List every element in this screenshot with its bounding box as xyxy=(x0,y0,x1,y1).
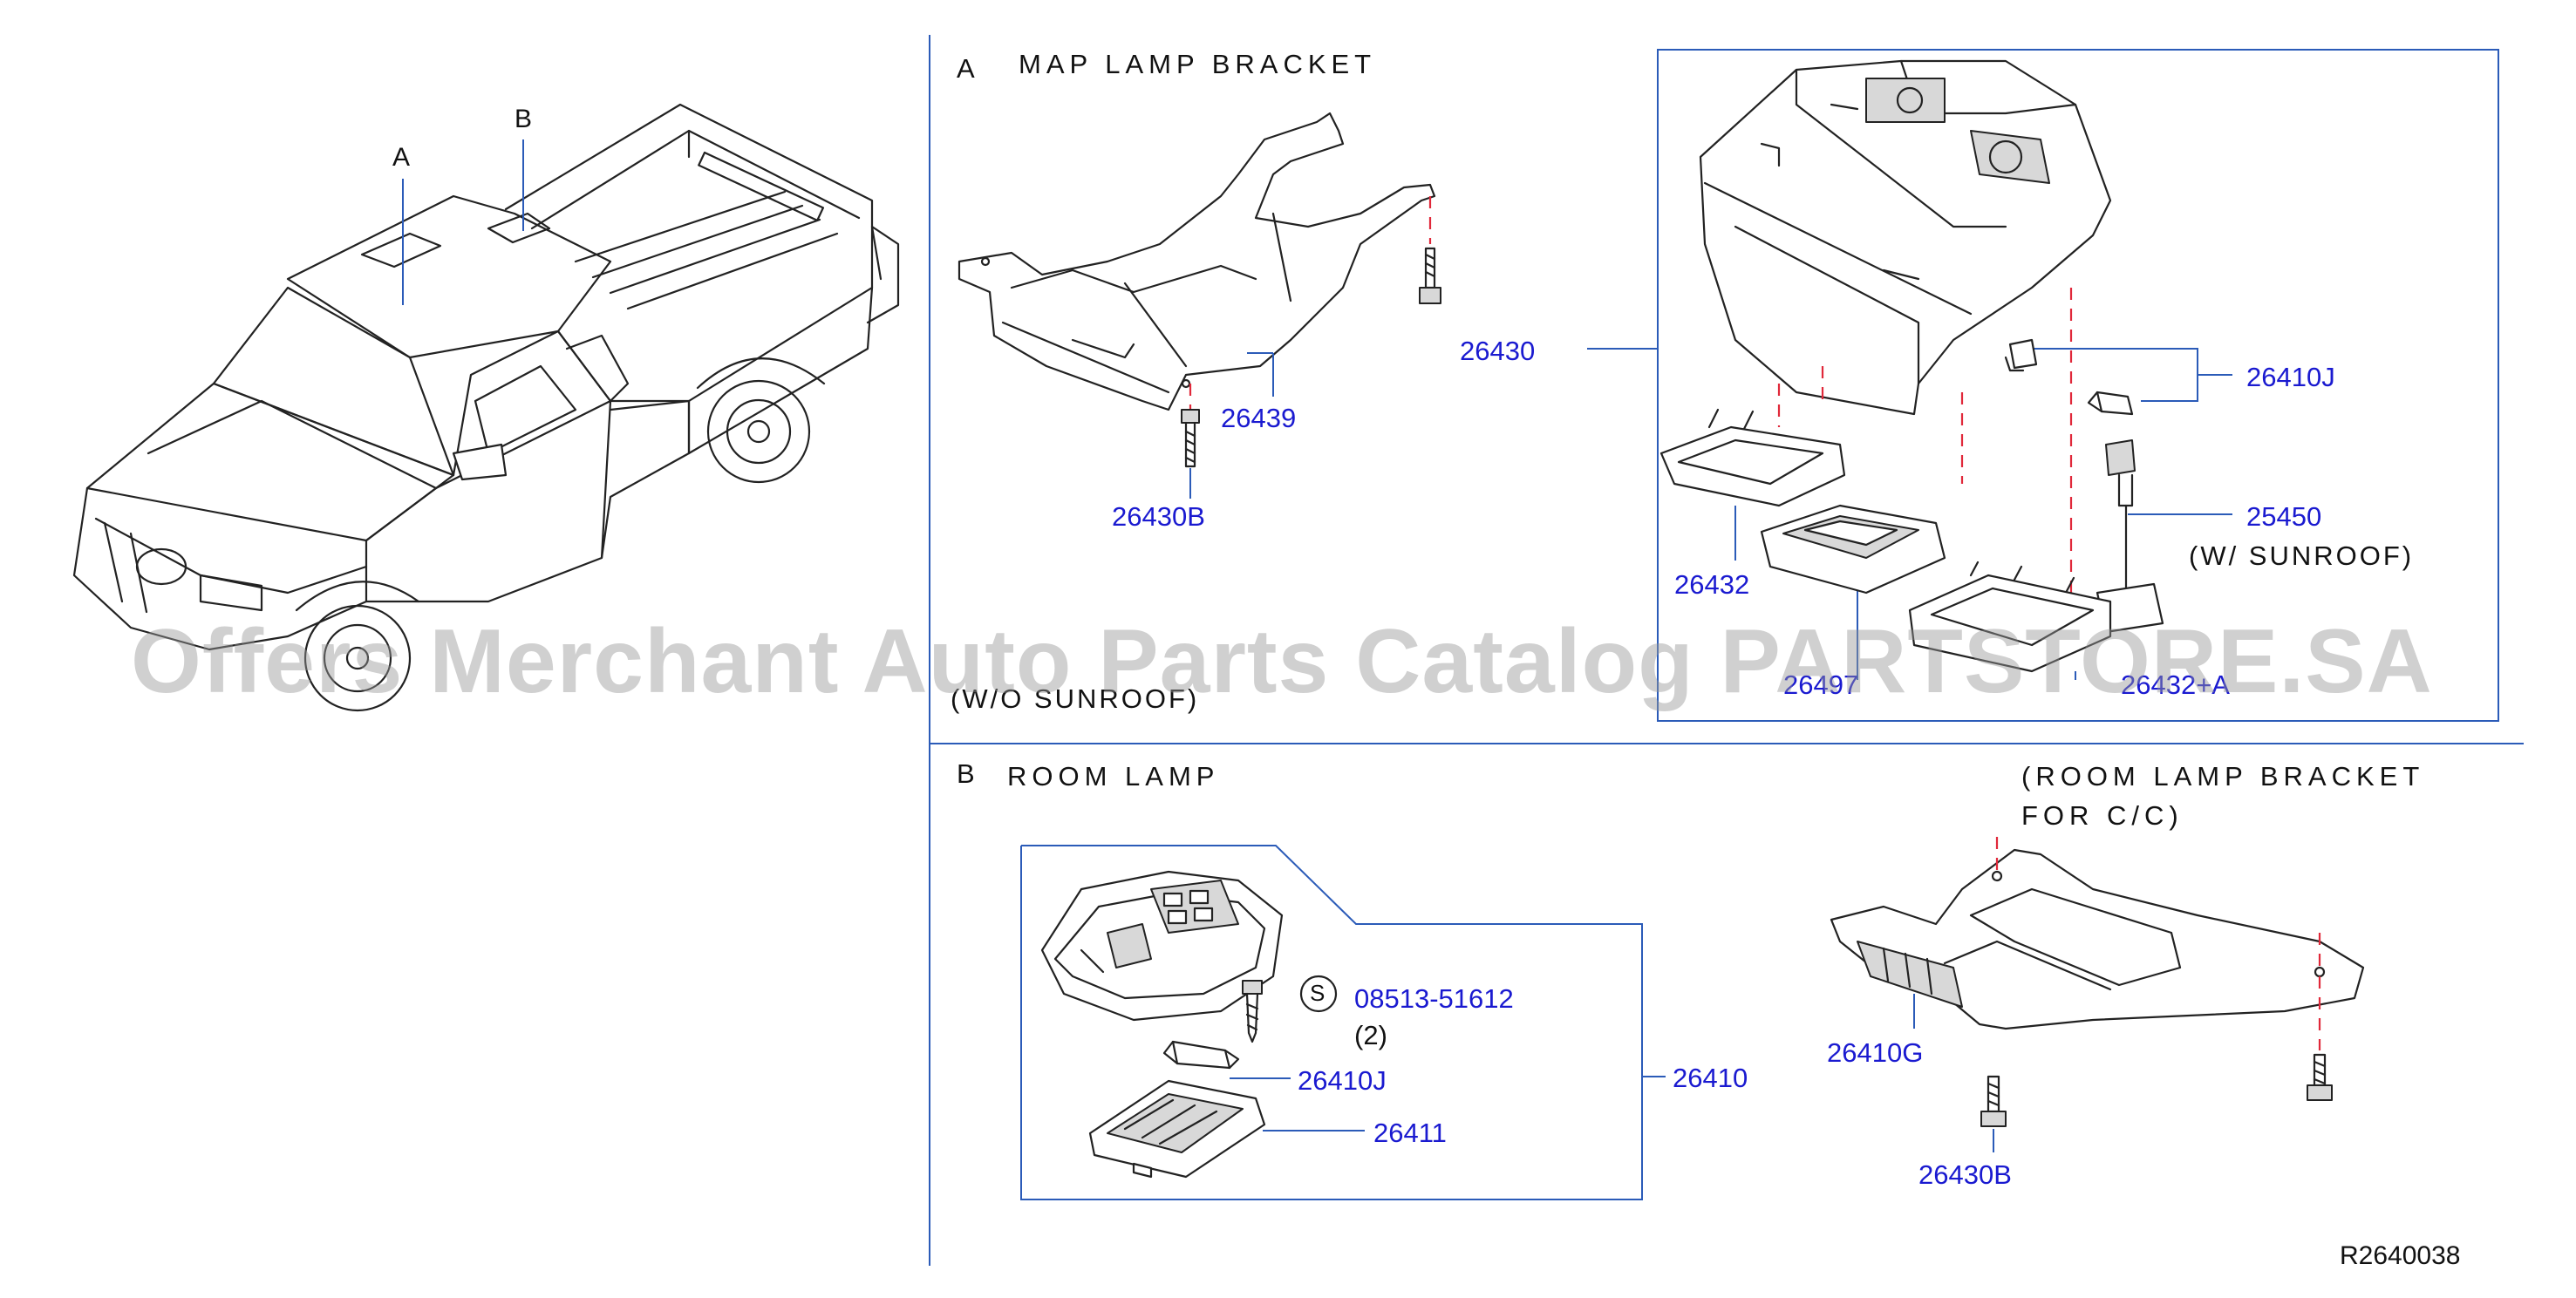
bolt-26430 xyxy=(1419,196,1441,304)
variant-note-wo-sunroof: (W/O SUNROOF) xyxy=(951,683,1200,714)
section-a-leaders xyxy=(1189,348,2232,680)
bolt-26430b xyxy=(1181,384,1200,468)
bracket-note-line1: (ROOM LAMP BRACKET xyxy=(2021,761,2425,792)
map-lamp-housing xyxy=(1699,59,2112,593)
vehicle-label-a[interactable]: A xyxy=(392,143,411,172)
screw-08513-51612 xyxy=(1242,975,1338,1043)
pickup-truck-drawing xyxy=(72,103,900,712)
part-26432[interactable]: 26432 xyxy=(1674,569,1750,600)
part-26430b-a[interactable]: 26430B xyxy=(1112,501,1205,532)
bolt-26410g-26430b xyxy=(1980,1053,2333,1127)
part-26497[interactable]: 26497 xyxy=(1783,669,1859,700)
section-b-letter: B xyxy=(957,758,980,789)
bulb-26410j-a xyxy=(2004,338,2134,416)
bracket-note-line2: FOR C/C) xyxy=(2021,800,2184,831)
map-lamp-detail-box xyxy=(1657,49,2499,722)
map-lamp-bracket-drawing xyxy=(957,112,1436,411)
vehicle-label-b[interactable]: B xyxy=(515,105,533,133)
part-26410g[interactable]: 26410G xyxy=(1827,1037,1924,1068)
part-25450[interactable]: 25450 xyxy=(2246,501,2322,532)
section-a-letter: A xyxy=(957,53,980,84)
sunroof-note: (W/ SUNROOF) xyxy=(2189,540,2415,571)
part-26411[interactable]: 26411 xyxy=(1373,1118,1447,1148)
part-26439[interactable]: 26439 xyxy=(1221,403,1297,433)
bulb-26410j-b xyxy=(1162,1040,1240,1070)
lens-26432a xyxy=(1908,561,2112,673)
room-lamp-housing xyxy=(1040,870,1284,1022)
part-26410[interactable]: 26410 xyxy=(1673,1063,1748,1093)
harness-25450 xyxy=(2096,439,2164,634)
diagram-reference: R2640038 xyxy=(2340,1241,2461,1270)
part-26430b-b[interactable]: 26430B xyxy=(1918,1159,2012,1190)
part-26410j-b[interactable]: 26410J xyxy=(1298,1065,1387,1096)
part-26430[interactable]: 26430 xyxy=(1460,336,1536,366)
lens-26411 xyxy=(1088,1079,1266,1179)
section-dividers xyxy=(929,35,2524,1266)
part-08513-51612[interactable]: 08513-51612 xyxy=(1354,983,1514,1014)
screw-symbol: S xyxy=(1310,980,1325,1006)
part-26432a[interactable]: 26432+A xyxy=(2121,669,2230,700)
part-26410j-a[interactable]: 26410J xyxy=(2246,362,2335,392)
lens-26432 xyxy=(1659,384,1846,507)
quantity-2: (2) xyxy=(1354,1020,1387,1050)
section-b-title: ROOM LAMP xyxy=(1007,761,1220,792)
room-lamp-detail-box xyxy=(1020,845,1643,1200)
watermark: Offers Merchant Auto Parts Catalog PARTS… xyxy=(131,611,2433,712)
section-a-title: MAP LAMP BRACKET xyxy=(1019,49,1377,79)
section-b-leaders xyxy=(1230,994,1994,1152)
lens-26497 xyxy=(1760,504,1946,595)
room-lamp-bracket xyxy=(1830,837,2365,1050)
